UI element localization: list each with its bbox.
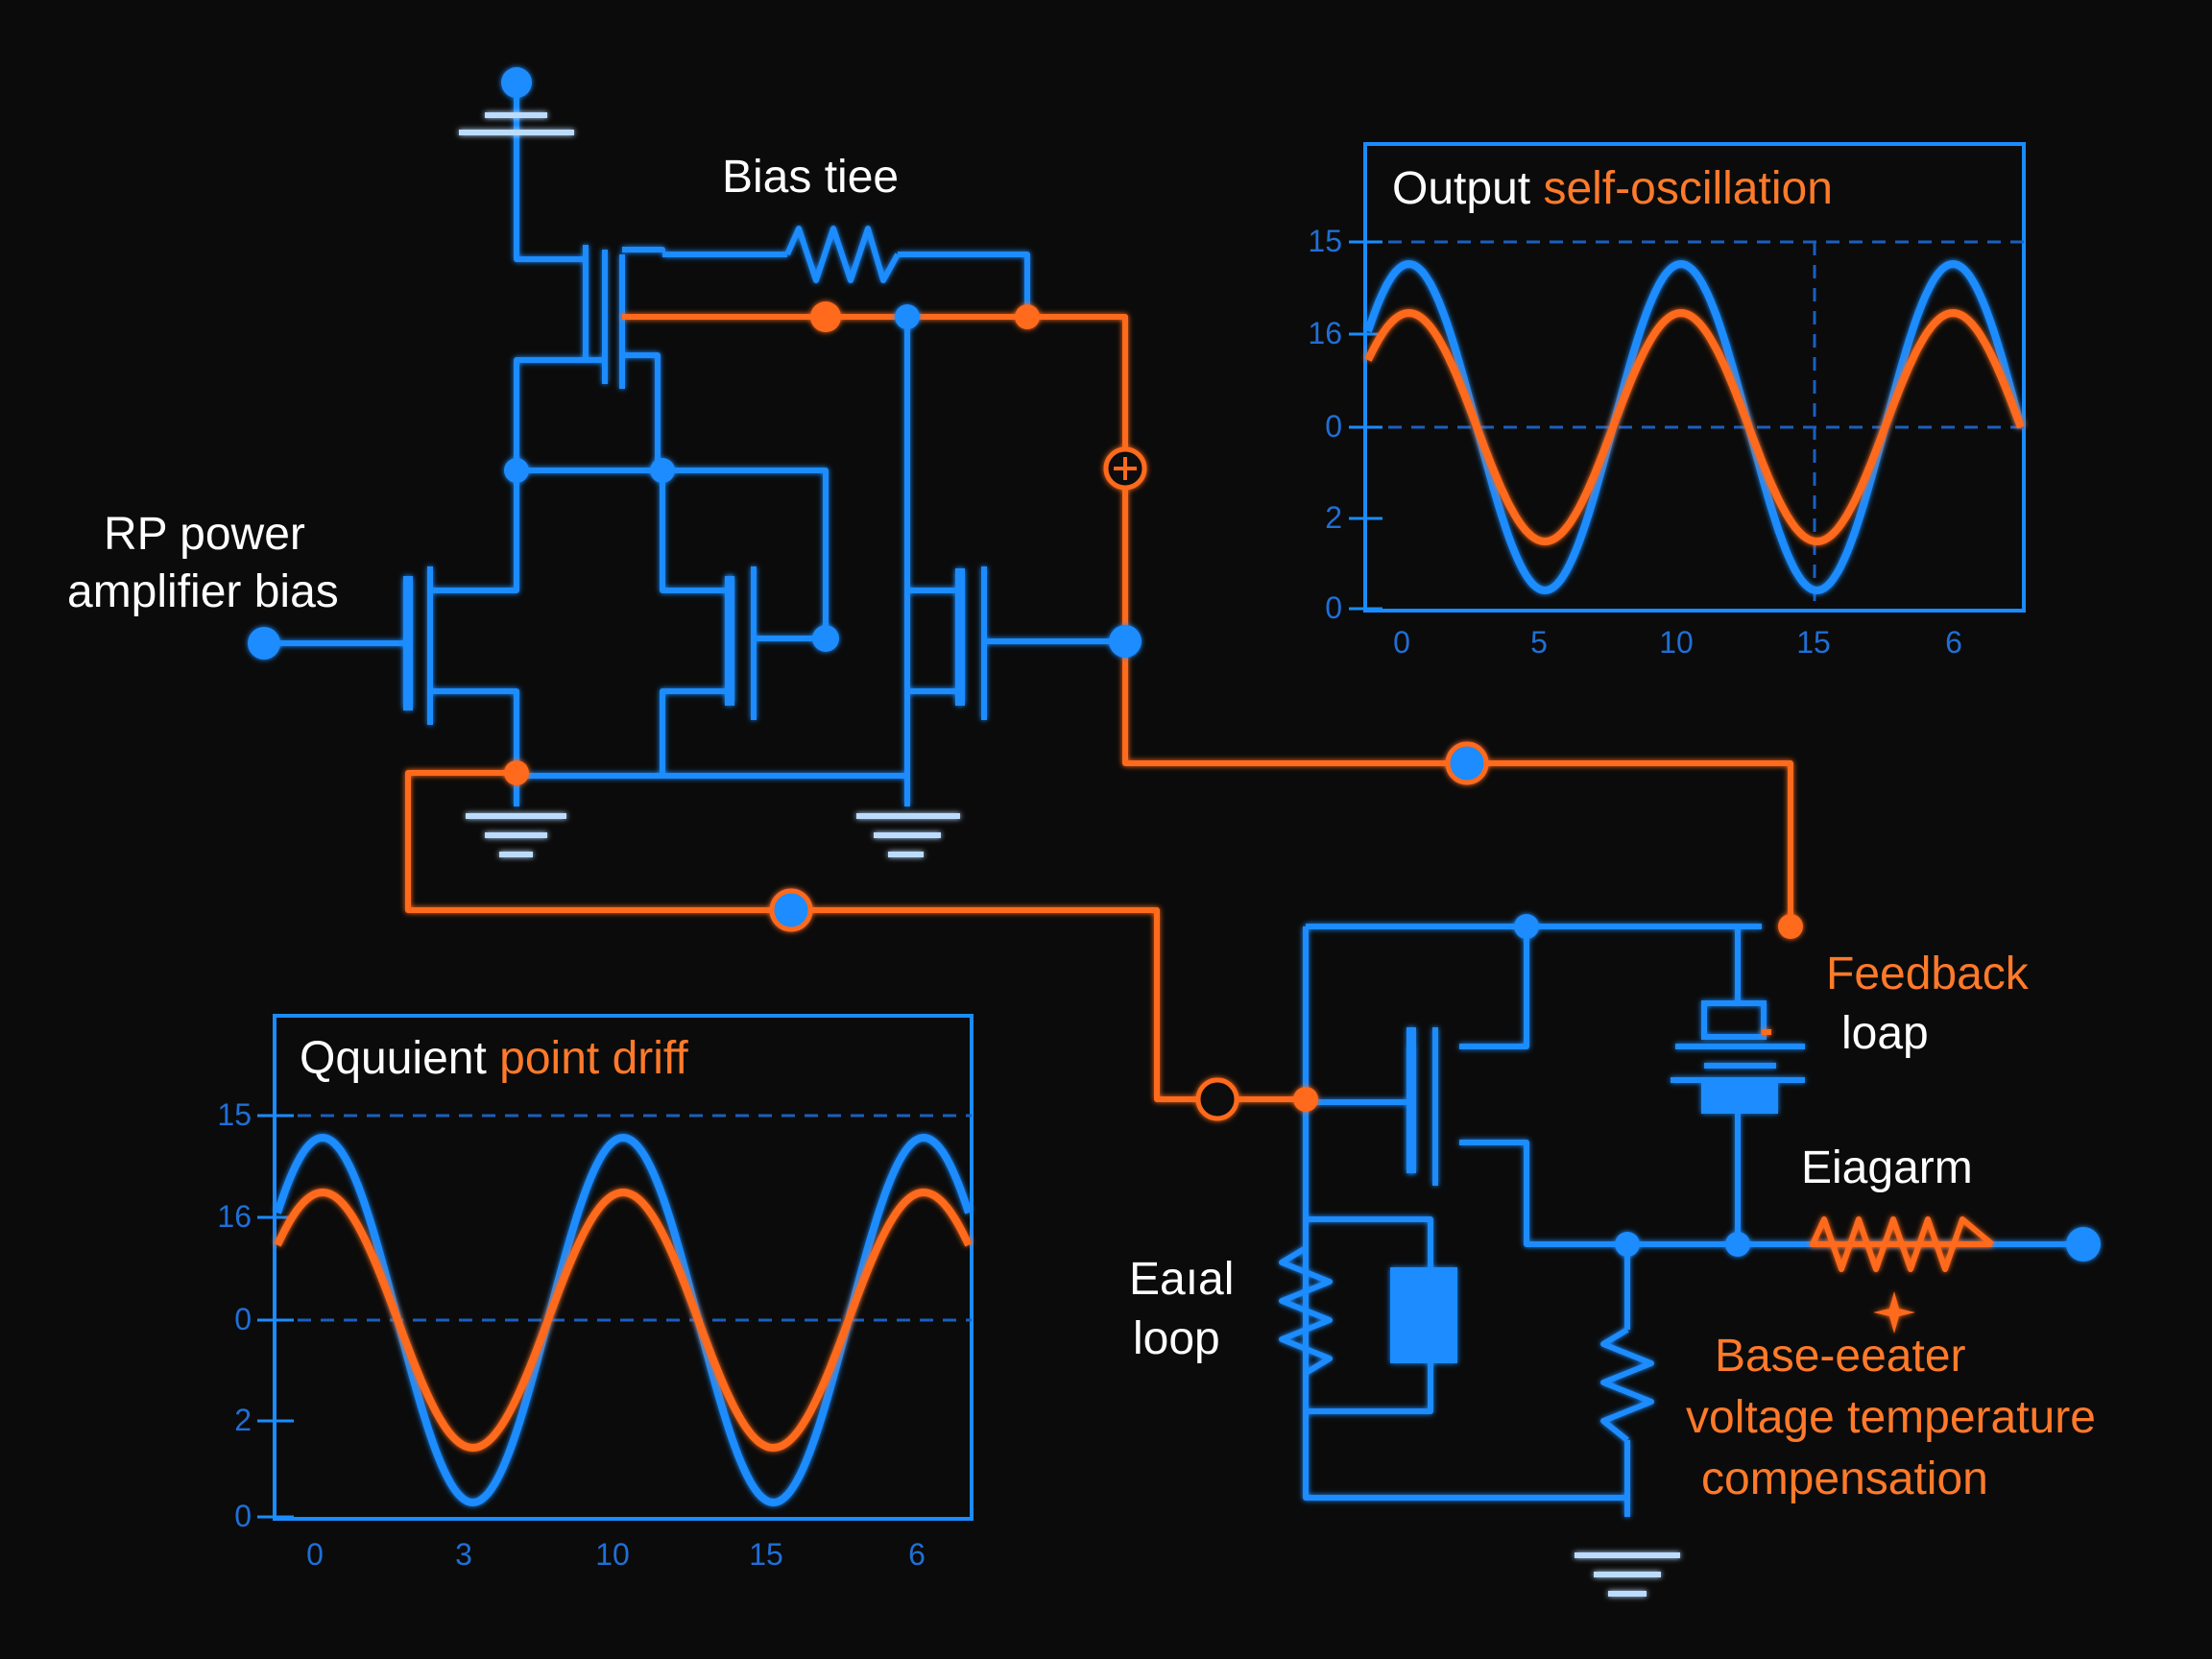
compensation-label-3: compensation [1701,1454,1988,1504]
orange-nodes [504,301,1803,1112]
series-orange [1364,308,2025,546]
compensation-label-1: Base-eeater [1715,1331,1966,1382]
capacitor-blocks [1390,1000,1778,1363]
y-tick: 0 [1325,590,1342,625]
y-tick: 16 [217,1199,252,1234]
x-tick-labels: 0 5 10 15 6 [1393,625,1962,660]
chart-frame [273,1014,974,1521]
x-tick: 6 [1945,625,1962,660]
y-tick: 15 [217,1097,252,1132]
x-tick: 3 [455,1537,472,1572]
chart-title: Qquuient point driff [300,1033,688,1084]
feedback-loop-label: loap [1841,1008,1929,1059]
x-tick: 0 [306,1537,324,1572]
y-tick: 16 [1308,316,1342,350]
chart-output-oscillation: Output self-oscillation 15 16 0 2 0 0 5 … [1308,142,2026,660]
y-tick: 0 [234,1499,252,1533]
labels: Bias tiee RP power amplifier bias Feedba… [67,152,2096,1504]
x-tick: 5 [1530,625,1548,660]
y-tick: 0 [234,1302,252,1336]
y-tick-labels: 15 16 0 2 0 [217,1097,252,1533]
probe-markers [769,446,1915,1334]
ground-symbols [459,112,1680,1597]
x-tick: 0 [1393,625,1410,660]
x-tick: 10 [595,1537,630,1572]
y-tick: 2 [1325,500,1342,535]
bias-tee-label: Bias tiee [722,152,899,203]
feedback-label: Feedback [1826,949,2030,999]
chart-title: Output self-oscillation [1392,163,1833,214]
grid-lines [275,1114,972,1322]
supply-node [501,67,532,98]
x-tick: 10 [1659,625,1694,660]
output-node [2066,1227,2101,1262]
x-tick: 6 [908,1537,926,1572]
diagram-label: Eiagarm [1801,1142,1973,1193]
compensation-label-2: voltage temperature [1686,1392,2096,1443]
eaial-label: Eaıal [1129,1254,1234,1305]
chart-quiescent-drift: Qquuient point driff 15 16 0 2 0 0 3 10 … [217,1014,974,1572]
eaial-loop-label: loop [1133,1313,1220,1364]
x-tick-labels: 0 3 10 15 6 [306,1537,926,1572]
y-tick: 15 [1308,224,1342,258]
input-node [248,627,280,660]
amplifier-bias-label: amplifier bias [67,566,339,617]
series-orange [274,1188,973,1453]
chart-frame [1363,142,2026,613]
grid-lines [1365,240,2024,611]
rp-power-label: RP power [104,509,305,560]
blue-nodes [248,67,2101,1262]
y-tick: 2 [234,1403,252,1437]
x-tick: 15 [1796,625,1831,660]
x-tick: 15 [749,1537,783,1572]
y-tick: 0 [1325,409,1342,444]
y-tick-labels: 15 16 0 2 0 [1308,224,1342,625]
transistor-gates [403,568,1416,1173]
